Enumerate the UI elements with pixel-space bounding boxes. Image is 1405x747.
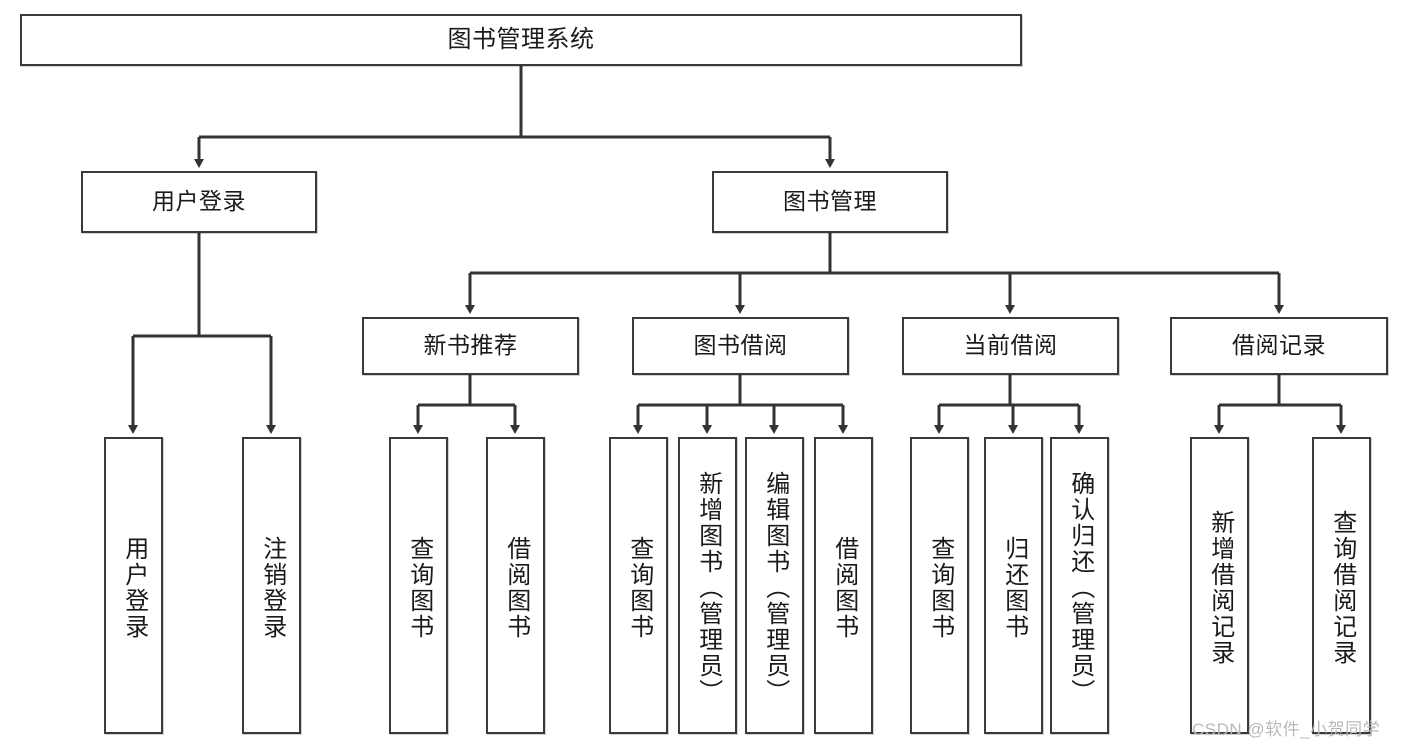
leaf-query-borrow-record[interactable]: 查询借阅记录 bbox=[1312, 437, 1371, 734]
node-book-management[interactable]: 图书管理 bbox=[712, 171, 948, 233]
leaf-add-borrow-record[interactable]: 新增借阅记录 bbox=[1190, 437, 1249, 734]
node-label: 编辑图书（管理员） bbox=[761, 470, 789, 705]
leaf-return-book[interactable]: 归还图书 bbox=[984, 437, 1043, 734]
leaf-edit-book-admin[interactable]: 编辑图书（管理员） bbox=[745, 437, 804, 734]
leaf-query-book-borrow[interactable]: 查询图书 bbox=[609, 437, 668, 734]
node-label: 查询图书 bbox=[926, 535, 954, 640]
node-label: 借阅图书 bbox=[830, 535, 858, 640]
leaf-query-book-current[interactable]: 查询图书 bbox=[910, 437, 969, 734]
leaf-query-book-rec[interactable]: 查询图书 bbox=[389, 437, 448, 734]
node-label: 借阅图书 bbox=[502, 535, 530, 640]
leaf-user-login[interactable]: 用户登录 bbox=[104, 437, 163, 734]
node-label: 用户登录 bbox=[120, 535, 148, 640]
node-book-borrow[interactable]: 图书借阅 bbox=[632, 317, 849, 375]
leaf-confirm-return-admin[interactable]: 确认归还（管理员） bbox=[1050, 437, 1109, 734]
node-current-borrow[interactable]: 当前借阅 bbox=[902, 317, 1119, 375]
leaf-add-book-admin[interactable]: 新增图书（管理员） bbox=[678, 437, 737, 734]
node-label: 查询借阅记录 bbox=[1328, 509, 1356, 666]
node-label: 新书推荐 bbox=[423, 332, 518, 359]
leaf-borrow-book-rec[interactable]: 借阅图书 bbox=[486, 437, 545, 734]
node-label: 图书管理 bbox=[783, 188, 877, 215]
leaf-borrow-book[interactable]: 借阅图书 bbox=[814, 437, 873, 734]
node-label: 图书管理系统 bbox=[447, 25, 595, 53]
node-label: 用户登录 bbox=[152, 188, 246, 215]
node-label: 当前借阅 bbox=[963, 332, 1058, 359]
node-label: 新增图书（管理员） bbox=[694, 470, 722, 705]
node-root-system[interactable]: 图书管理系统 bbox=[20, 14, 1022, 66]
node-user-login[interactable]: 用户登录 bbox=[81, 171, 317, 233]
node-label: 新增借阅记录 bbox=[1206, 509, 1234, 666]
node-new-book-recommend[interactable]: 新书推荐 bbox=[362, 317, 579, 375]
node-label: 查询图书 bbox=[405, 535, 433, 640]
node-label: 借阅记录 bbox=[1232, 332, 1326, 359]
node-borrow-record[interactable]: 借阅记录 bbox=[1170, 317, 1388, 375]
node-label: 确认归还（管理员） bbox=[1066, 470, 1094, 705]
node-label: 归还图书 bbox=[1000, 535, 1028, 640]
node-label: 查询图书 bbox=[625, 535, 653, 640]
leaf-logout-login[interactable]: 注销登录 bbox=[242, 437, 301, 734]
node-label: 注销登录 bbox=[258, 535, 286, 640]
node-label: 图书借阅 bbox=[693, 332, 788, 359]
